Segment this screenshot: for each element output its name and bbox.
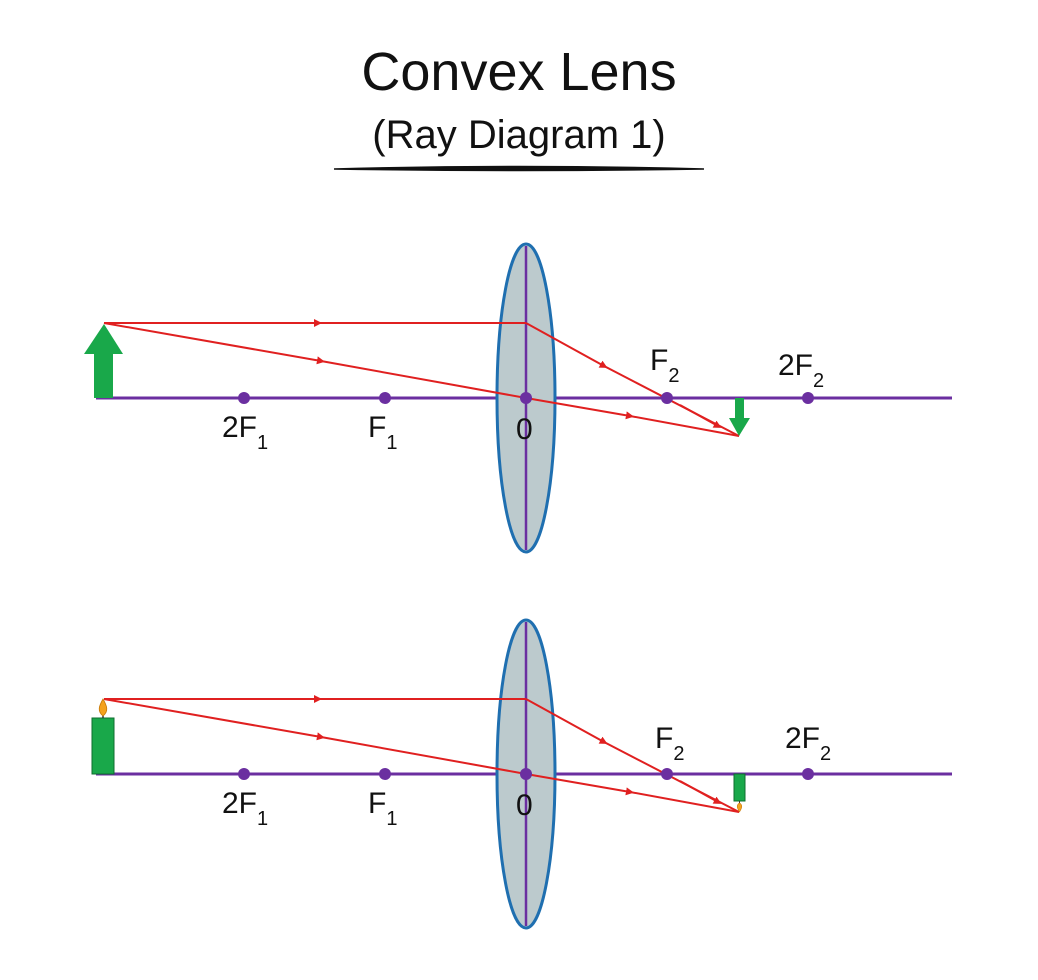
point-f2	[661, 768, 673, 780]
page-subtitle: (Ray Diagram 1)	[372, 113, 665, 157]
label-f2: F2	[650, 344, 679, 387]
label-f1-sub: 1	[386, 808, 397, 830]
label-f1: F1	[368, 411, 397, 454]
diagram-arrow: 2F1 F1 0 F2 2F2	[84, 242, 952, 554]
page-title: Convex Lens	[361, 42, 676, 102]
flame-icon	[736, 802, 743, 813]
center-ray-transmitted-rest	[629, 791, 740, 813]
point-optical-center	[520, 392, 532, 404]
label-f1-main: F	[368, 787, 386, 820]
center-ray-incident	[103, 322, 325, 365]
label-f2: F2	[655, 722, 684, 765]
label-2f2-main: 2F	[785, 722, 820, 755]
diagram-candle: 2F1 F1 0 F2 2F2	[91, 618, 952, 930]
label-2f2: 2F2	[785, 722, 831, 765]
point-2f1	[238, 768, 250, 780]
point-2f1	[238, 392, 250, 404]
object-candle	[91, 698, 115, 775]
light-rays	[103, 319, 740, 437]
center-ray-transmitted	[525, 773, 634, 796]
label-f1-main: F	[368, 411, 386, 444]
label-2f2-sub: 2	[813, 370, 824, 392]
ray-convergence-marker	[679, 404, 722, 428]
title-underline	[333, 165, 705, 172]
label-f2-main: F	[650, 344, 668, 377]
light-rays	[103, 695, 740, 813]
label-2f2: 2F2	[778, 349, 824, 392]
point-f1	[379, 768, 391, 780]
label-2f1-sub: 1	[257, 808, 268, 830]
point-2f2	[802, 392, 814, 404]
parallel-ray-refracted	[525, 322, 608, 368]
center-ray-transmitted	[525, 397, 634, 420]
image-candle	[733, 773, 746, 813]
center-ray-transmitted-rest	[629, 415, 740, 437]
label-f2-sub: 2	[668, 365, 679, 387]
label-2f1: 2F1	[222, 411, 268, 454]
label-2f2-sub: 2	[820, 743, 831, 765]
parallel-ray-refracted	[525, 698, 608, 744]
point-optical-center	[520, 768, 532, 780]
label-f1: F1	[368, 787, 397, 830]
point-f2	[661, 392, 673, 404]
object-arrow	[84, 324, 123, 398]
label-optical-center: 0	[516, 789, 533, 822]
label-2f2-main: 2F	[778, 349, 813, 382]
center-ray-incident-rest	[320, 736, 527, 775]
center-ray-incident-rest	[320, 360, 527, 399]
label-2f1-main: 2F	[222, 787, 257, 820]
label-2f1-main: 2F	[222, 411, 257, 444]
label-2f1-sub: 1	[257, 432, 268, 454]
label-f1-sub: 1	[386, 432, 397, 454]
point-2f2	[802, 768, 814, 780]
label-optical-center: 0	[516, 413, 533, 446]
center-ray-incident	[103, 698, 325, 741]
label-f2-main: F	[655, 722, 673, 755]
label-2f1: 2F1	[222, 787, 268, 830]
flame-icon	[98, 698, 108, 717]
label-f2-sub: 2	[673, 743, 684, 765]
image-arrow	[729, 398, 750, 436]
point-f1	[379, 392, 391, 404]
ray-convergence-marker	[679, 780, 722, 804]
